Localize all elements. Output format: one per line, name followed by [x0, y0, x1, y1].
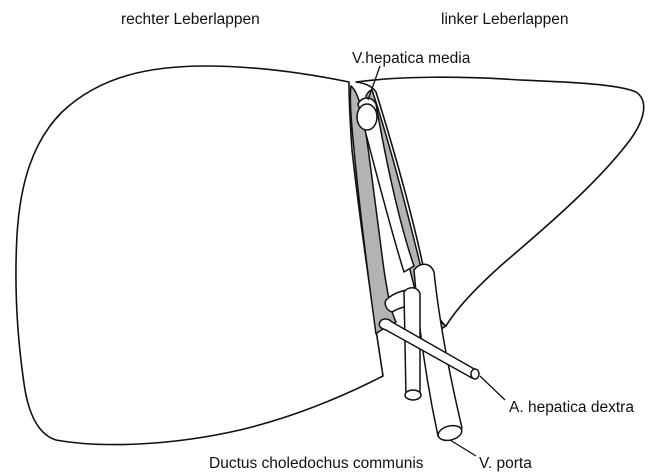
pointer-arteria-hepatica-dextra	[480, 376, 505, 400]
label-left-lobe: linker Leberlappen	[441, 11, 569, 28]
ductus-choledochus-opening	[405, 390, 421, 400]
arteria-hepatica-dextra-opening	[471, 369, 479, 379]
vena-hepatica-media-opening	[357, 104, 377, 130]
label-arteria-hepatica-dextra: A. hepatica dextra	[509, 399, 634, 416]
label-ductus-choledochus: Ductus choledochus communis	[209, 455, 424, 472]
label-vena-porta: V. porta	[479, 455, 532, 472]
right-lobe-outline	[16, 66, 383, 445]
pointer-vena-porta	[450, 440, 476, 456]
label-right-lobe: rechter Leberlappen	[121, 11, 260, 28]
label-vena-hepatica-media: V.hepatica media	[352, 50, 471, 67]
